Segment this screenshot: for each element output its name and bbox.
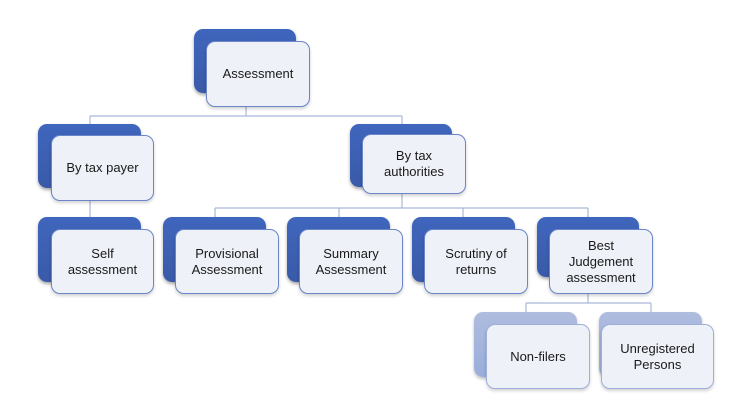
- node-label: Provisional Assessment: [175, 229, 279, 294]
- node-assessment: Assessment: [194, 29, 310, 107]
- node-by-tax-authorities: By tax authorities: [350, 124, 466, 194]
- node-scrutiny-of-returns: Scrutiny of returns: [412, 217, 528, 294]
- node-summary-assessment: Summary Assessment: [287, 217, 403, 294]
- node-label: By tax authorities: [362, 134, 466, 194]
- node-best-judgement-assessment: Best Judgement assessment: [537, 217, 653, 294]
- node-label: Assessment: [206, 41, 310, 107]
- node-provisional-assessment: Provisional Assessment: [163, 217, 279, 294]
- node-label: Non-filers: [486, 324, 590, 389]
- node-label: Unregistered Persons: [601, 324, 714, 389]
- node-label: Self assessment: [51, 229, 154, 294]
- node-self-assessment: Self assessment: [38, 217, 154, 294]
- node-label: Scrutiny of returns: [424, 229, 528, 294]
- node-label: By tax payer: [51, 135, 154, 201]
- node-by-tax-payer: By tax payer: [38, 124, 154, 201]
- node-unregistered-persons: Unregistered Persons: [599, 312, 715, 389]
- node-label: Summary Assessment: [299, 229, 403, 294]
- node-non-filers: Non-filers: [474, 312, 590, 389]
- node-label: Best Judgement assessment: [549, 229, 653, 294]
